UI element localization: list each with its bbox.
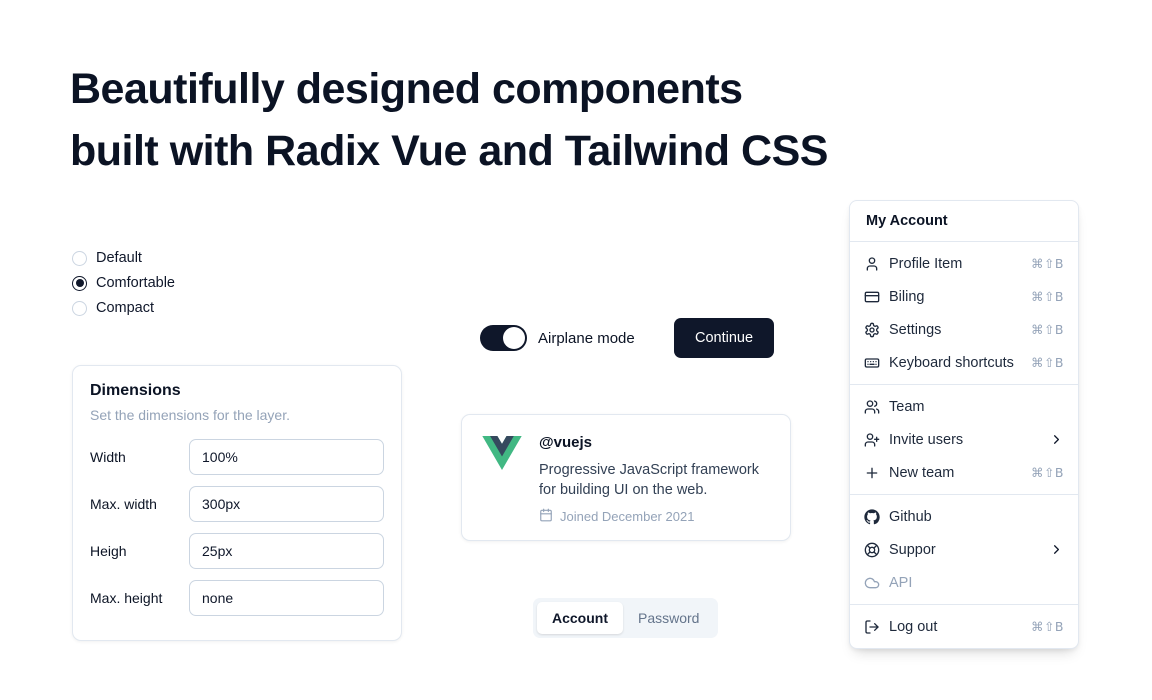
radio-option-default[interactable]: Default	[72, 250, 175, 266]
vue-card-body: @vuejs Progressive JavaScript framework …	[539, 434, 770, 524]
airplane-mode-row: Airplane mode	[480, 325, 635, 351]
my-account-menu: My Account Profile Item ⌘⇧B Biling ⌘⇧B	[849, 200, 1079, 649]
max-height-label: Max. height	[90, 590, 163, 606]
user-icon	[864, 256, 880, 272]
menu-group: Github Suppor API	[850, 495, 1078, 604]
page-title-line1: Beautifully designed components	[70, 65, 743, 113]
airplane-mode-label: Airplane mode	[538, 329, 635, 347]
chevron-right-icon	[1049, 432, 1064, 447]
menu-item-new-team[interactable]: New team ⌘⇧B	[850, 456, 1078, 489]
dimension-field-row: Heigh	[90, 533, 384, 569]
max-width-input[interactable]	[189, 486, 384, 522]
menu-item-support[interactable]: Suppor	[850, 533, 1078, 566]
radio-checked-icon	[72, 275, 87, 291]
vue-description: Progressive JavaScript framework for bui…	[539, 462, 759, 498]
menu-separator	[850, 604, 1078, 605]
dimensions-fields: Width Max. width Heigh Max. height	[90, 439, 384, 616]
radio-option-compact[interactable]: Compact	[72, 300, 175, 316]
radio-option-label: Comfortable	[96, 275, 175, 291]
menu-item-billing[interactable]: Biling ⌘⇧B	[850, 280, 1078, 313]
dimensions-card: Dimensions Set the dimensions for the la…	[72, 365, 402, 641]
github-icon	[864, 508, 880, 525]
dimensions-subtitle: Set the dimensions for the layer.	[90, 407, 290, 423]
vue-logo	[482, 436, 522, 521]
radio-option-label: Compact	[96, 300, 155, 316]
max-width-label: Max. width	[90, 496, 157, 512]
menu-item-api: API	[850, 566, 1078, 599]
dimensions-title: Dimensions	[90, 382, 181, 399]
width-input[interactable]	[189, 439, 384, 475]
logout-icon	[864, 619, 880, 635]
radio-unchecked-icon	[72, 250, 87, 266]
radio-unchecked-icon	[72, 300, 87, 316]
calendar-icon	[539, 508, 553, 525]
plus-icon	[864, 465, 880, 481]
vue-handle: @vuejs	[539, 434, 592, 451]
shortcut-hint: ⌘⇧B	[1030, 322, 1064, 337]
menu-group: Log out ⌘⇧B	[850, 605, 1078, 648]
tab-account[interactable]: Account	[537, 602, 623, 634]
menu-item-github[interactable]: Github	[850, 500, 1078, 533]
shortcut-hint: ⌘⇧B	[1030, 465, 1064, 480]
menu-separator	[850, 494, 1078, 495]
tab-password[interactable]: Password	[638, 610, 700, 626]
menu-item-profile[interactable]: Profile Item ⌘⇧B	[850, 247, 1078, 280]
page-title: Beautifully designed components built wi…	[70, 58, 828, 182]
dimension-field-row: Width	[90, 439, 384, 475]
height-label: Heigh	[90, 543, 127, 559]
menu-item-logout[interactable]: Log out ⌘⇧B	[850, 610, 1078, 643]
radio-option-label: Default	[96, 250, 142, 266]
credit-card-icon	[864, 289, 880, 305]
keyboard-icon	[864, 355, 880, 371]
vue-joined-row: Joined December 2021	[539, 508, 770, 525]
user-plus-icon	[864, 432, 880, 448]
lifebuoy-icon	[864, 542, 880, 558]
shortcut-hint: ⌘⇧B	[1030, 619, 1064, 634]
menu-item-invite-users[interactable]: Invite users	[850, 423, 1078, 456]
menu-group: Profile Item ⌘⇧B Biling ⌘⇧B Settings ⌘⇧B	[850, 242, 1078, 384]
account-password-tabs: Account Password	[533, 598, 719, 638]
switch-knob	[503, 327, 525, 349]
airplane-mode-switch[interactable]	[480, 325, 527, 351]
shortcut-hint: ⌘⇧B	[1030, 256, 1064, 271]
width-label: Width	[90, 449, 126, 465]
cloud-icon	[864, 575, 880, 591]
continue-button[interactable]: Continue	[674, 318, 775, 358]
density-radio-group: Default Comfortable Compact	[72, 250, 175, 316]
menu-item-team[interactable]: Team	[850, 390, 1078, 423]
max-height-input[interactable]	[189, 580, 384, 616]
users-icon	[864, 399, 880, 415]
vue-joined-text: Joined December 2021	[560, 509, 695, 524]
height-input[interactable]	[189, 533, 384, 569]
chevron-right-icon	[1049, 542, 1064, 557]
menu-title: My Account	[850, 201, 1078, 242]
menu-item-keyboard-shortcuts[interactable]: Keyboard shortcuts ⌘⇧B	[850, 346, 1078, 379]
radio-option-comfortable[interactable]: Comfortable	[72, 275, 175, 291]
menu-group: Team Invite users New team ⌘⇧B	[850, 385, 1078, 494]
menu-item-settings[interactable]: Settings ⌘⇧B	[850, 313, 1078, 346]
page-title-line2: built with Radix Vue and Tailwind CSS	[70, 127, 828, 175]
dimension-field-row: Max. height	[90, 580, 384, 616]
shortcut-hint: ⌘⇧B	[1030, 289, 1064, 304]
vuejs-hover-card: @vuejs Progressive JavaScript framework …	[461, 414, 791, 541]
menu-separator	[850, 384, 1078, 385]
dimension-field-row: Max. width	[90, 486, 384, 522]
shortcut-hint: ⌘⇧B	[1030, 355, 1064, 370]
gear-icon	[864, 322, 880, 338]
